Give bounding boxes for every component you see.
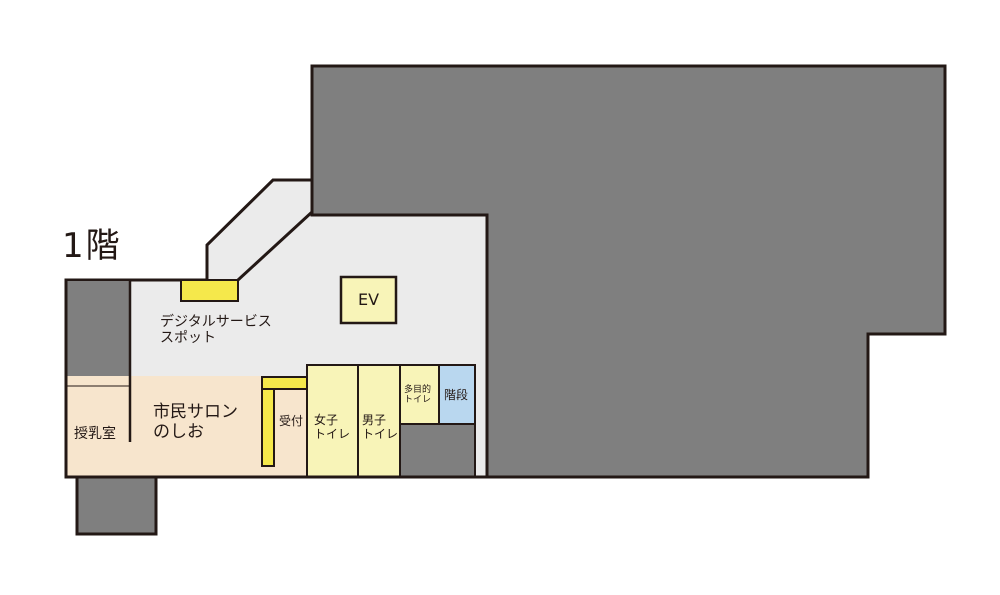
unavailable-block-bottom (75, 475, 158, 536)
reception-label: 受付 (279, 414, 304, 428)
mens-toilet (357, 364, 401, 478)
elevator-label: EV (358, 290, 380, 309)
mens-toilet-label: 男子 トイレ (362, 413, 399, 441)
salon-label: 市民サロン のしお (153, 402, 238, 442)
unavailable-block-left (65, 279, 131, 387)
nursing-room-label: 授乳室 (74, 426, 116, 442)
multipurpose-toilet-label: 多目的 トイレ (404, 385, 432, 406)
stairs (438, 364, 476, 425)
floor-label: 1階 (62, 226, 122, 266)
elevator (339, 275, 398, 325)
digital-spot-counter (180, 279, 239, 302)
diagonal-wall (236, 210, 314, 282)
unavailable-block-main (310, 64, 947, 479)
stairs-label: 階段 (444, 388, 469, 402)
reception-counter-side (261, 388, 275, 467)
digital-spot-label: デジタルサービス スポット (160, 314, 272, 347)
unavailable-block-small (399, 423, 476, 478)
womens-toilet-label: 女子 トイレ (314, 413, 351, 441)
nursing-room (66, 386, 130, 477)
reception-counter-top (261, 376, 309, 390)
